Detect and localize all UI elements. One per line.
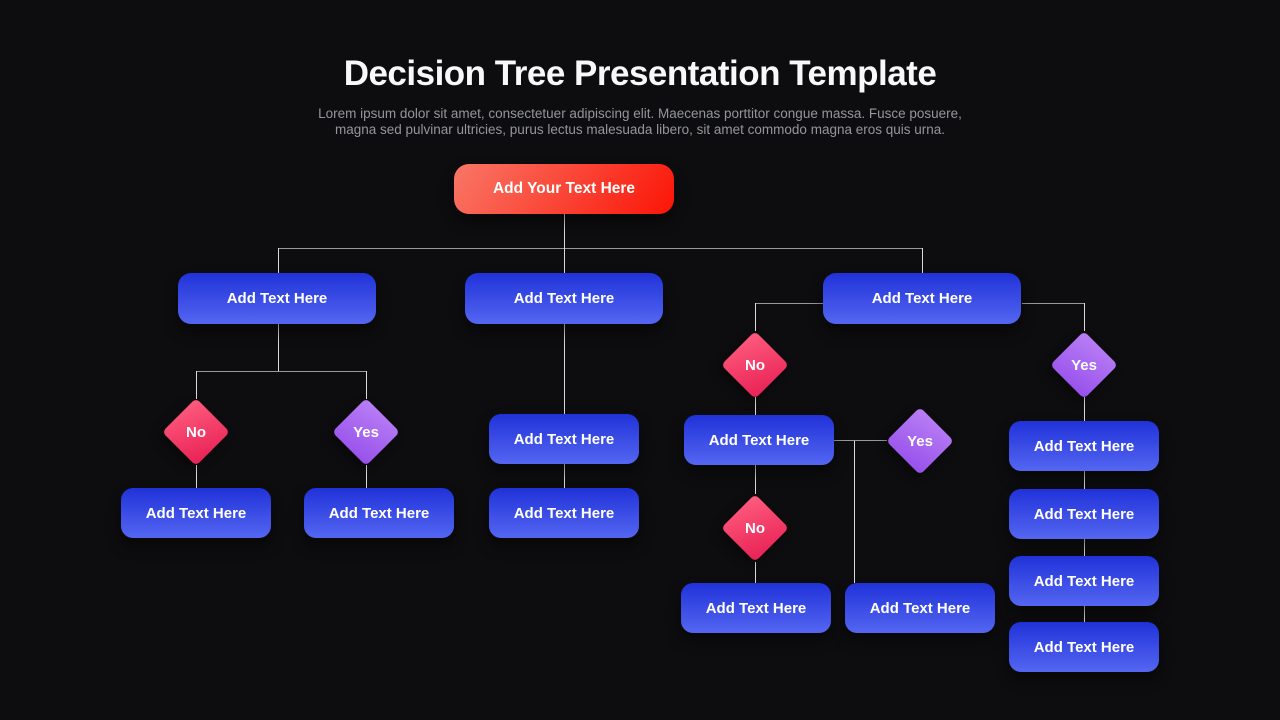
connector-line	[564, 464, 565, 488]
diamond-label: No	[745, 519, 765, 537]
connector-line	[755, 303, 823, 304]
connector-line	[278, 324, 279, 372]
connector-line	[1084, 606, 1085, 622]
root-node[interactable]: Add Your Text Here	[454, 164, 674, 214]
connector-line	[1084, 539, 1085, 556]
far-right-child-node-4[interactable]: Add Text Here	[1009, 622, 1159, 672]
diamond-label: No	[186, 423, 206, 441]
far-right-child-node-2[interactable]: Add Text Here	[1009, 489, 1159, 539]
connector-line	[1084, 471, 1085, 489]
subtitle-line-1: Lorem ipsum dolor sit amet, consectetuer…	[318, 106, 962, 121]
connector-line	[278, 248, 279, 274]
connector-line	[564, 248, 565, 274]
connector-line	[564, 324, 565, 414]
diamond-label: Yes	[1071, 356, 1097, 374]
decision-diamond-no-right-2[interactable]: No	[721, 494, 789, 562]
subtitle-line-2: magna sed pulvinar ultricies, purus lect…	[334, 122, 946, 137]
connector-line	[1084, 397, 1085, 421]
page-title: Decision Tree Presentation Template	[343, 54, 937, 93]
left-yes-child-node[interactable]: Add Text Here	[304, 488, 454, 538]
diamond-label: Yes	[907, 432, 933, 450]
connector-line	[1022, 303, 1084, 304]
decision-diamond-yes-right[interactable]: Yes	[886, 407, 954, 475]
decision-diamond-no-left[interactable]: No	[162, 398, 230, 466]
connector-line	[564, 214, 565, 248]
right-no1-child-node[interactable]: Add Text Here	[684, 415, 834, 465]
connector-line	[922, 248, 923, 274]
connector-line	[366, 465, 367, 488]
connector-line	[755, 562, 756, 583]
diamond-label: Yes	[353, 423, 379, 441]
middle-child-node-2[interactable]: Add Text Here	[489, 488, 639, 538]
level2-node-left[interactable]: Add Text Here	[178, 273, 376, 324]
level2-node-middle[interactable]: Add Text Here	[465, 273, 663, 324]
connector-line	[1084, 303, 1085, 331]
decision-diamond-yes-left[interactable]: Yes	[332, 398, 400, 466]
connector-line	[278, 248, 923, 249]
connector-line	[854, 441, 855, 583]
connector-line	[755, 465, 756, 494]
connector-line	[834, 440, 887, 441]
left-no-child-node[interactable]: Add Text Here	[121, 488, 271, 538]
slide-subtitle: Lorem ipsum dolor sit amet, consectetuer…	[0, 106, 1280, 138]
connector-line	[196, 371, 197, 399]
middle-child-node-1[interactable]: Add Text Here	[489, 414, 639, 464]
decision-diamond-yes-far-right[interactable]: Yes	[1050, 331, 1118, 399]
far-right-child-node-3[interactable]: Add Text Here	[1009, 556, 1159, 606]
far-right-child-node-1[interactable]: Add Text Here	[1009, 421, 1159, 471]
connector-line	[755, 397, 756, 415]
connector-line	[366, 371, 367, 399]
connector-line	[196, 465, 197, 488]
right-no2-child-node[interactable]: Add Text Here	[681, 583, 831, 633]
connector-line	[196, 371, 367, 372]
level2-node-right[interactable]: Add Text Here	[823, 273, 1021, 324]
right-yes-child-node[interactable]: Add Text Here	[845, 583, 995, 633]
connector-line	[755, 303, 756, 331]
diamond-label: No	[745, 356, 765, 374]
decision-diamond-no-right-1[interactable]: No	[721, 331, 789, 399]
